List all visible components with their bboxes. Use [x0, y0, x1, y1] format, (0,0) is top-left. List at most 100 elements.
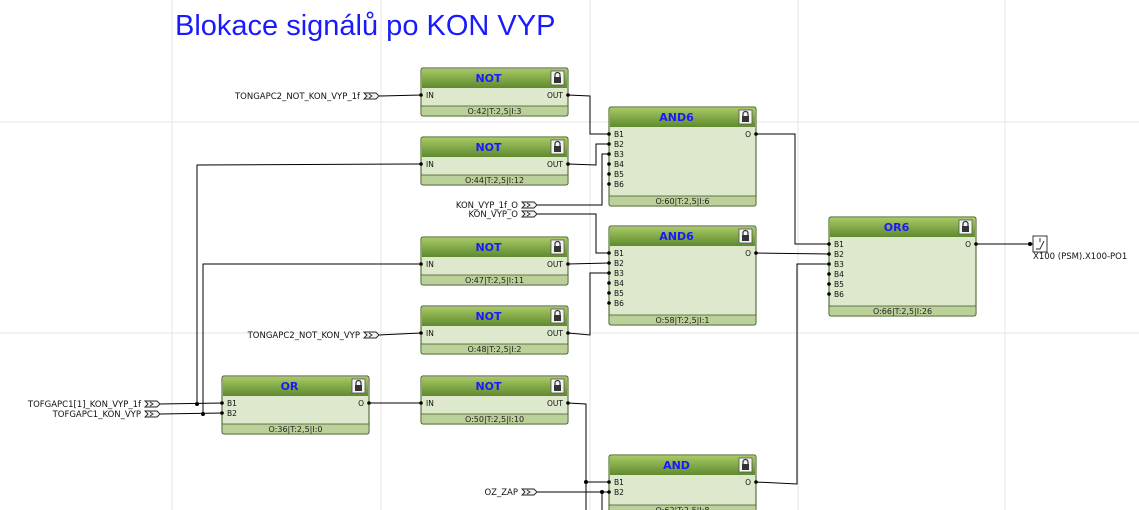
input-port-label: IN — [426, 260, 434, 269]
output-port[interactable] — [566, 331, 570, 335]
lock-icon[interactable] — [738, 457, 753, 473]
input-port[interactable] — [607, 271, 611, 275]
input-port[interactable] — [827, 262, 831, 266]
output-port[interactable] — [367, 401, 371, 405]
input-terminal-in5[interactable]: TOFGAPC1[1]_KON_VYP_1f — [27, 400, 161, 410]
input-terminal-in3[interactable]: KON_VYP_O — [469, 210, 538, 220]
junction-dot — [600, 490, 604, 494]
input-port-label: B2 — [227, 409, 237, 418]
input-port[interactable] — [607, 142, 611, 146]
input-port[interactable] — [419, 331, 423, 335]
input-terminal-in4[interactable]: TONGAPC2_NOT_KON_VYP — [247, 331, 380, 341]
block-footer-bar — [422, 106, 567, 115]
input-port-label: B5 — [614, 289, 624, 298]
output-port[interactable] — [566, 93, 570, 97]
input-port[interactable] — [607, 251, 611, 255]
wire — [567, 94, 609, 135]
input-port[interactable] — [419, 401, 423, 405]
lock-icon[interactable] — [738, 109, 753, 125]
input-port[interactable] — [419, 262, 423, 266]
output-port[interactable] — [974, 242, 978, 246]
block-header — [422, 138, 567, 157]
input-terminal-in6[interactable]: TOFGAPC1_KON_VYP — [52, 410, 161, 420]
output-port[interactable] — [754, 251, 758, 255]
input-port[interactable] — [607, 480, 611, 484]
lock-icon[interactable] — [958, 219, 973, 235]
input-port[interactable] — [607, 261, 611, 265]
block-title: OR6 — [884, 221, 910, 234]
input-port[interactable] — [220, 411, 224, 415]
output-terminal[interactable]: X100 (PSM).X100-PO1 — [1032, 235, 1127, 262]
input-port[interactable] — [827, 252, 831, 256]
input-port[interactable] — [827, 242, 831, 246]
block-header — [422, 377, 567, 396]
input-terminal-in2[interactable]: KON_VYP_1f_O — [456, 201, 538, 211]
input-port[interactable] — [607, 152, 611, 156]
block-footer: O:50|T:2,5|I:10 — [465, 415, 524, 424]
block-title: NOT — [475, 141, 502, 154]
block-footer: O:36|T:2,5|I:0 — [269, 425, 323, 434]
block-footer-bar — [422, 344, 567, 353]
input-port[interactable] — [607, 281, 611, 285]
input-port-label: B3 — [614, 269, 624, 278]
terminals: TONGAPC2_NOT_KON_VYP_1fTONGAPC2_NOT_KON_… — [27, 92, 1127, 498]
input-terminal-in7[interactable]: OZ_ZAP — [484, 488, 538, 498]
input-port-label: B4 — [614, 160, 624, 169]
input-port[interactable] — [607, 182, 611, 186]
input-port[interactable] — [827, 282, 831, 286]
input-port[interactable] — [607, 490, 611, 494]
lock-icon[interactable] — [550, 70, 565, 86]
input-port[interactable] — [607, 132, 611, 136]
block-title: AND6 — [659, 111, 694, 124]
input-port[interactable] — [827, 292, 831, 296]
diagram-title: Blokace signálů po KON VYP — [175, 10, 556, 42]
input-port[interactable] — [607, 162, 611, 166]
input-port[interactable] — [419, 162, 423, 166]
wire — [756, 133, 829, 245]
block-header — [223, 377, 368, 396]
output-port[interactable] — [566, 162, 570, 166]
input-port[interactable] — [419, 93, 423, 97]
input-port[interactable] — [827, 272, 831, 276]
lock-icon[interactable] — [550, 378, 565, 394]
input-port[interactable] — [607, 291, 611, 295]
block-header — [830, 218, 975, 237]
lock-icon[interactable] — [550, 139, 565, 155]
input-port[interactable] — [607, 301, 611, 305]
block-and3[interactable]: ANDO:62|T:2,5|I:8B1B2O — [607, 454, 758, 510]
output-relay-icon — [1032, 235, 1048, 253]
lock-icon[interactable] — [550, 239, 565, 255]
input-port[interactable] — [607, 172, 611, 176]
input-terminal-in1[interactable]: TONGAPC2_NOT_KON_VYP_1f — [234, 92, 380, 102]
block-footer: O:58|T:2,5|I:1 — [656, 316, 710, 325]
wire — [378, 332, 422, 336]
output-port-label: OUT — [547, 91, 563, 100]
wire — [159, 402, 223, 405]
lock-icon[interactable] — [738, 228, 753, 244]
input-port-label: B1 — [614, 478, 624, 487]
junction-dot — [584, 480, 588, 484]
lock-icon[interactable] — [550, 308, 565, 324]
input-port[interactable] — [220, 401, 224, 405]
output-port[interactable] — [754, 480, 758, 484]
lock-icon[interactable] — [351, 378, 366, 394]
output-port[interactable] — [566, 401, 570, 405]
block-footer-bar — [610, 505, 755, 510]
block-footer: O:44|T:2,5|I:12 — [465, 176, 524, 185]
output-port[interactable] — [566, 262, 570, 266]
input-port-label: B4 — [614, 279, 624, 288]
output-terminal-label: X100 (PSM).X100-PO1 — [1033, 252, 1127, 262]
output-port[interactable] — [754, 132, 758, 136]
